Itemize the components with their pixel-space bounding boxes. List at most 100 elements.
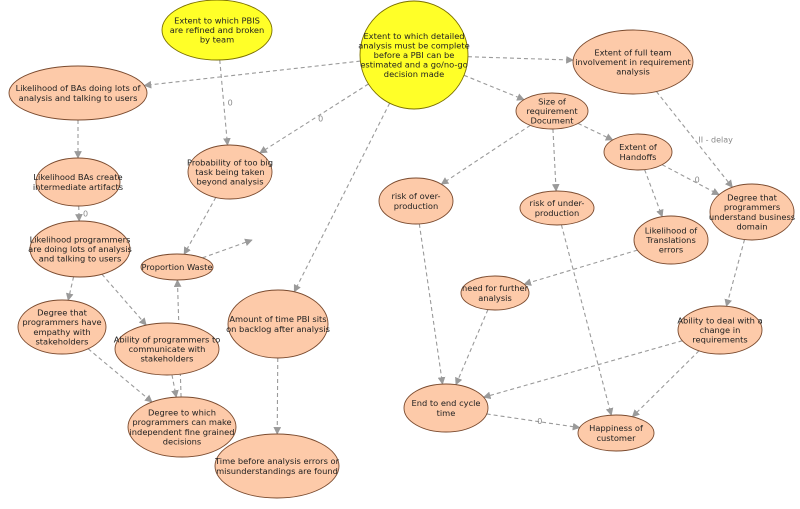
edge-detailed_analysis-to-full_team (467, 56, 574, 64)
node-ellipse (403, 383, 489, 433)
edge-deal_change-to-happiness (631, 350, 700, 418)
edge-extent_handoffs-to-translation_errors (644, 169, 664, 218)
node-ellipse (515, 92, 589, 130)
edge-label: 0 (228, 99, 233, 108)
edge-cycle_time-to-happiness (486, 413, 581, 431)
edge-programmers_analysis-to-communicate (101, 273, 147, 326)
node-ellipse (214, 433, 340, 499)
edge-communicate-to-independent_decisions (171, 374, 179, 398)
edge-time_backlog-to-time_errors_found (273, 357, 282, 435)
node-ellipse (709, 183, 795, 241)
node-ellipse (127, 396, 237, 458)
edges-layer: 0 0 0 II - delay 0 0 (65, 56, 746, 435)
edge-detailed_analysis-to-prob_big_task (259, 83, 369, 154)
edge-proportion_waste-to-out_waste (202, 238, 253, 259)
node-ellipse (633, 215, 709, 265)
edge-size_doc-to-risk_over (440, 124, 531, 185)
node-label: Proportion Waste (142, 262, 213, 272)
node-ellipse (35, 157, 121, 207)
node-ellipse (519, 190, 595, 226)
node-ellipse (29, 220, 131, 278)
edge-label: II - delay (698, 135, 733, 144)
edge-programmers_analysis-to-empathy (65, 276, 75, 302)
edge-full_team-to-understand_domain (655, 91, 733, 188)
edge-translation_errors-to-further_analysis (523, 249, 638, 286)
node-ellipse (378, 177, 454, 225)
edge-further_analysis-to-cycle_time (455, 309, 489, 386)
node-ellipse (187, 144, 273, 200)
node-label: risk of under-production (530, 198, 585, 218)
edge-size_doc-to-extent_handoffs (577, 122, 614, 141)
edge-extent_handoffs-to-understand_domain (661, 164, 720, 196)
edge-detailed_analysis-to-bas_analysis (143, 60, 361, 89)
node-ellipse (572, 29, 694, 95)
edge-label: 0 (537, 417, 542, 426)
edge-detailed_analysis-to-time_backlog (293, 102, 391, 293)
node-label: risk of over-production (391, 191, 440, 211)
node-ellipse (577, 414, 655, 452)
edge-risk_under-to-happiness (560, 224, 614, 416)
edge-prob_big_task-to-proportion_waste (183, 197, 217, 255)
node-ellipse (603, 133, 673, 171)
edge-risk_over-to-cycle_time (418, 223, 446, 385)
node-ellipse (17, 299, 107, 355)
edge-label: 0 (695, 176, 700, 185)
node-risk-over[interactable]: risk of over-production (378, 177, 454, 225)
node-proportion-waste[interactable]: Proportion Waste (140, 253, 214, 281)
edge-size_doc-to-risk_under (551, 128, 560, 192)
node-ellipse (677, 305, 763, 355)
node-ellipse (359, 0, 469, 110)
edge-deal_change-to-cycle_time (482, 340, 683, 400)
node-ellipse (161, 0, 273, 61)
edge-understand_domain-to-deal_change (724, 239, 746, 308)
node-risk-under[interactable]: risk of under-production (519, 190, 595, 226)
node-ellipse (227, 289, 329, 359)
edge-detailed_analysis-to-size_doc (463, 74, 525, 101)
edge-label: 0 (83, 210, 88, 219)
node-ellipse (114, 322, 220, 376)
edge-label: 0 (318, 114, 323, 123)
edge-pbis_refined-to-prob_big_task (219, 59, 231, 146)
